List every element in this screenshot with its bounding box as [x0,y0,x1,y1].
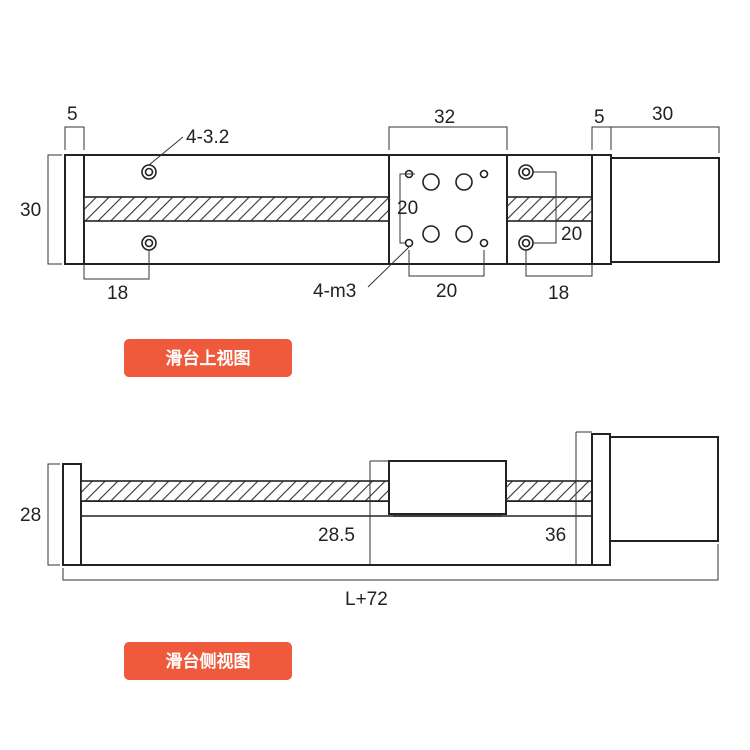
top-left-end-plate [64,154,85,265]
top-leadscrew-left [83,196,390,222]
dim-carriage-holes: 4-m3 [313,281,356,302]
carriage-large-hole-icon [422,225,440,243]
carriage-small-hole-icon [479,169,489,179]
dim-right-offset: 36 [545,525,566,546]
side-view: 28 28.5 36 L+72 [20,431,719,610]
top-motor-plate [591,154,612,265]
side-left-end-plate [62,463,82,566]
side-leadscrew-left [80,480,390,502]
dim-carriage-pitch-x: 20 [436,281,457,302]
carriage-small-hole-icon [404,238,414,248]
carriage-small-hole-icon [479,238,489,248]
side-base-outline [62,500,611,566]
side-view-label-text: 滑台侧视图 [166,651,251,672]
carriage-large-hole-icon [422,173,440,191]
dim-hole-spacing-left: 18 [107,283,128,304]
dim-carriage-offset: 28.5 [318,525,355,546]
top-view-label: 滑台上视图 [124,339,292,377]
top-motor [610,157,720,263]
dim-carriage-width: 32 [434,107,455,128]
dim-motor-length: 30 [652,104,673,125]
side-leadscrew-right [505,480,593,502]
top-view: 5 4-3.2 32 5 30 30 18 20 20 4-m3 20 18 [20,104,720,304]
side-carriage [388,460,507,515]
dim-carriage-pitch-y: 20 [397,198,418,219]
dim-mount-holes: 4-3.2 [186,127,229,148]
dim-right-pitch-y: 20 [561,224,582,245]
carriage-large-hole-icon [455,173,473,191]
dim-side-height: 28 [20,505,41,526]
top-view-label-text: 滑台上视图 [166,348,251,369]
dim-height: 30 [20,200,41,221]
side-view-label: 滑台侧视图 [124,642,292,680]
side-motor-plate [591,433,611,566]
dim-total-length: L+72 [345,589,388,610]
top-leadscrew-right [506,196,593,222]
carriage-large-hole-icon [455,225,473,243]
dim-end-plate: 5 [67,104,78,125]
dim-hole-spacing-right: 18 [548,283,569,304]
dim-motor-plate: 5 [594,107,605,128]
side-motor [609,436,719,542]
